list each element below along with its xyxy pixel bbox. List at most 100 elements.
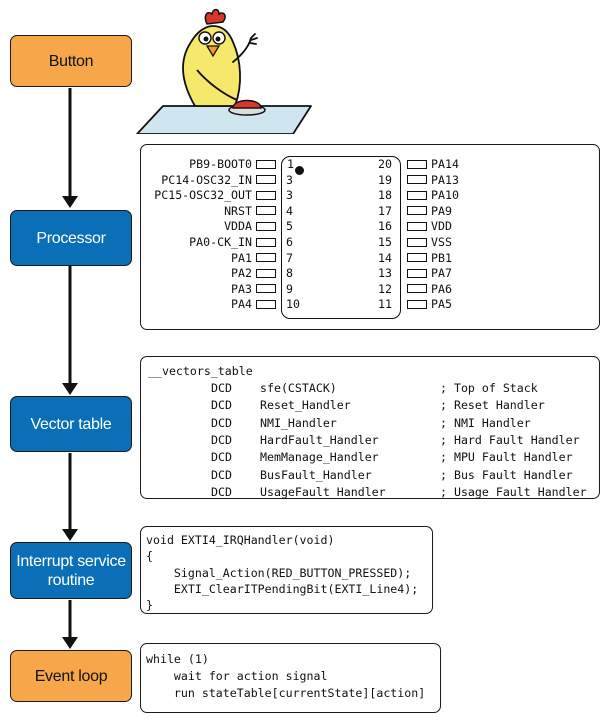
vector-handler: sfe(CSTACK) <box>260 381 337 395</box>
pin-name-label: PA5 <box>431 297 452 312</box>
isr-code-line: } <box>146 598 153 613</box>
step-button-label: Button <box>48 52 94 70</box>
pin-number: 1 <box>287 157 294 171</box>
pin-box <box>256 159 276 169</box>
pin-name-label: VSS <box>431 235 452 249</box>
pin-box <box>256 268 276 278</box>
pin-number: 5 <box>286 219 293 234</box>
pin-name-label: PA10 <box>431 188 459 203</box>
pin-box <box>256 284 276 294</box>
pin-box <box>407 237 427 247</box>
pin-name-label: PA7 <box>431 266 452 281</box>
pin-number: 14 <box>378 250 392 265</box>
chicken-arm-left <box>196 69 238 101</box>
vector-op: DCD <box>211 381 232 395</box>
vector-comment: ; NMI Handler <box>440 415 531 430</box>
pin-number: 18 <box>378 188 392 203</box>
pin-number: 15 <box>378 235 392 249</box>
pin-number: 11 <box>378 297 392 312</box>
vector-op: DCD <box>211 484 232 499</box>
pin-box <box>256 299 276 309</box>
pin-number: 9 <box>286 281 293 296</box>
pin-box <box>407 175 427 185</box>
pin-number: 12 <box>378 281 392 296</box>
pin-number: 16 <box>378 219 392 234</box>
vector-comment: ; Hard Fault Handler <box>440 432 580 447</box>
chicken-comb-icon <box>204 8 226 25</box>
pin-box <box>407 206 427 216</box>
vector-comment: ; Usage Fault Handler <box>440 484 587 499</box>
pin1-indicator-icon <box>295 166 304 175</box>
step-vector-table-label: Vector table <box>30 415 112 433</box>
step-event-loop-label: Event loop <box>34 667 108 685</box>
vector-comment: ; Reset Handler <box>440 398 545 413</box>
pin-number: 6 <box>286 235 293 249</box>
isr-code-line: EXTI_ClearITPendingBit(EXTI_Line4); <box>146 581 419 596</box>
desk-shape <box>136 105 312 134</box>
chicken-beak-icon <box>205 45 221 58</box>
vector-handler: NMI_Handler <box>260 415 337 430</box>
pin-name-label: PA0-CK_IN <box>189 235 252 249</box>
pin-box <box>256 175 276 185</box>
step-event-loop: Event loop <box>10 650 132 702</box>
vector-op: DCD <box>211 432 232 447</box>
vector-handler: MemManage_Handler <box>260 450 379 465</box>
pin-name-label: PA2 <box>231 266 252 281</box>
chicken-body <box>182 25 241 107</box>
vector-handler: Reset_Handler <box>260 398 351 413</box>
vector-handler: UsageFault_Handler <box>260 484 386 499</box>
vector-op: DCD <box>211 415 232 430</box>
event-loop-code-panel: while (1) wait for action signal run sta… <box>140 643 441 713</box>
step-isr-label-line2: routine <box>47 571 95 589</box>
pin-name-label: PA9 <box>431 203 452 218</box>
pin-number: 17 <box>378 203 392 218</box>
event-loop-code-line: run stateTable[currentState][action] <box>146 686 426 700</box>
pin-number: 10 <box>286 297 300 312</box>
pin-number: 19 <box>378 172 392 187</box>
isr-code-line: void EXTI4_IRQHandler(void) <box>146 533 335 547</box>
pin-name-label: PA6 <box>431 281 452 296</box>
vector-table-header: __vectors_table <box>148 364 253 378</box>
pin-name-label: VDD <box>431 219 452 234</box>
step-vector-table: Vector table <box>10 396 132 452</box>
vector-comment: ; Top of Stack <box>440 381 538 395</box>
pin-box <box>407 221 427 231</box>
chicken-pressing-button-illustration <box>136 8 312 134</box>
pin-number: 20 <box>378 157 392 171</box>
pin-box <box>407 159 427 169</box>
pin-box <box>407 268 427 278</box>
pin-number: 13 <box>378 266 392 281</box>
pin-name-label: PA14 <box>431 157 459 171</box>
event-loop-code-line: while (1) <box>146 652 209 666</box>
pin-box <box>407 299 427 309</box>
down-arrow-icon <box>62 529 78 541</box>
down-arrow-icon <box>62 383 78 395</box>
pin-number: 8 <box>286 266 293 281</box>
pin-box <box>256 253 276 263</box>
isr-code-line: { <box>146 549 153 564</box>
event-loop-code-line: wait for action signal <box>146 669 328 683</box>
isr-code-panel: void EXTI4_IRQHandler(void){ Signal_Acti… <box>140 526 433 614</box>
vector-op: DCD <box>211 398 232 413</box>
pin-name-label: VDDA <box>224 219 252 234</box>
step-processor-label: Processor <box>36 229 106 247</box>
vector-table-code-panel: __vectors_table DCD sfe(CSTACK) ; Top of S… <box>140 356 600 499</box>
pin-box <box>256 237 276 247</box>
step-isr-label-line1: Interrupt service <box>16 552 126 570</box>
vector-comment: ; Bus Fault Handler <box>440 467 573 482</box>
pin-box <box>407 190 427 200</box>
step-interrupt-service-routine: Interrupt service routine <box>10 542 132 599</box>
step-processor: Processor <box>10 210 132 266</box>
pin-name-label: PC14-OSC32_IN <box>161 172 252 187</box>
vector-handler: BusFault_Handler <box>260 467 372 482</box>
pin-name-label: PA13 <box>431 172 459 187</box>
pin-name-label: PB1 <box>431 250 452 265</box>
pin-box <box>256 221 276 231</box>
pin-box <box>256 206 276 216</box>
vector-handler: HardFault_Handler <box>260 432 379 447</box>
pin-name-label: PC15-OSC32_OUT <box>154 188 252 203</box>
chicken-wing-right <box>232 33 258 63</box>
